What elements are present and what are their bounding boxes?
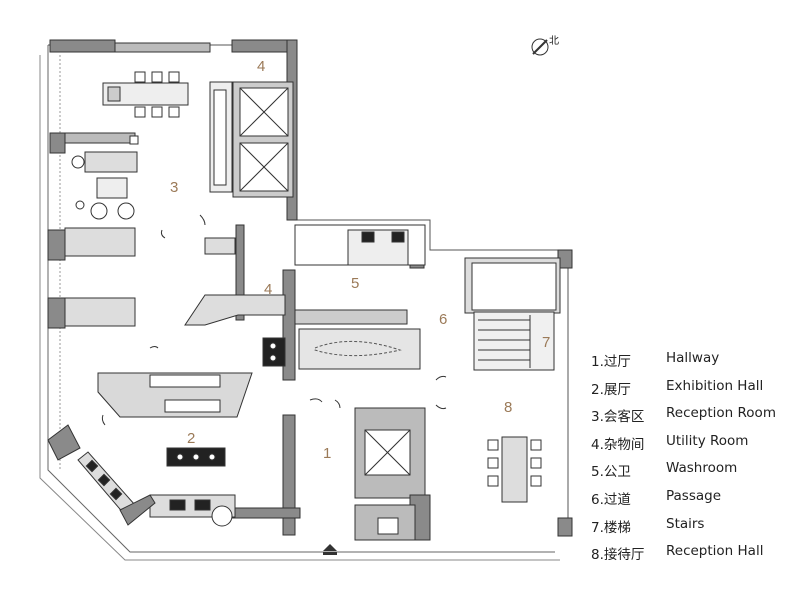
washroom-fixtures — [294, 224, 426, 325]
compass-icon: 北 — [531, 35, 559, 56]
legend-zh: 7.楼梯 — [591, 519, 631, 536]
legend-zh: 3.会客区 — [591, 409, 645, 426]
reception-hall-table — [487, 436, 542, 503]
legend-zh: 5.公卫 — [591, 464, 631, 481]
legend-en: Exhibition Hall — [666, 377, 764, 394]
central-lift — [364, 429, 411, 535]
exhibition-furniture — [97, 237, 286, 527]
stairwell — [464, 257, 561, 371]
circulation-arrows — [101, 214, 447, 426]
room-number-washroom: 5 — [351, 275, 359, 292]
room-number-hallway: 1 — [323, 445, 331, 462]
legend-item-washroom: 5.公卫 Washroom — [591, 460, 791, 488]
legend-zh: 6.过道 — [591, 491, 631, 508]
reception-furniture — [71, 71, 189, 220]
room-number-passage: 6 — [439, 311, 447, 328]
legend-item-exhibition-hall: 2.展厅 Exhibition Hall — [591, 378, 791, 406]
legend-item-stairs: 7.楼梯 Stairs — [591, 516, 791, 544]
legend-zh: 1.过厅 — [591, 354, 631, 370]
legend-zh: 4.杂物间 — [591, 436, 645, 453]
legend-en: Passage — [666, 487, 722, 504]
room-number-reception: 3 — [170, 179, 178, 196]
legend: 1.过厅 Hallway 2.展厅 Exhibition Hall 3.会客区 … — [591, 350, 791, 571]
aquarium — [298, 328, 421, 370]
room-number-utility-mid: 4 — [264, 281, 272, 298]
legend-en: Reception Hall — [666, 543, 764, 560]
legend-item-hallway: 1.过厅 Hallway — [591, 350, 791, 378]
legend-en: Reception Room — [666, 405, 776, 422]
legend-item-reception-room: 3.会客区 Reception Room — [591, 405, 791, 433]
legend-en: Stairs — [666, 515, 705, 532]
lift-shafts — [209, 81, 294, 198]
room-number-reception-hall: 8 — [504, 399, 512, 416]
room-number-exhibition: 2 — [187, 430, 195, 447]
room-number-stairs: 7 — [542, 334, 550, 351]
wall-blocks — [47, 39, 573, 541]
legend-zh: 8.接待厅 — [591, 547, 645, 564]
legend-item-passage: 6.过道 Passage — [591, 488, 791, 516]
legend-zh: 2.展厅 — [591, 381, 631, 398]
room-numbers: 1 2 3 4 4 5 6 7 8 — [170, 58, 550, 462]
room-number-utility-top: 4 — [257, 58, 265, 75]
legend-en: Washroom — [666, 460, 738, 477]
compass-north-label: 北 — [549, 35, 559, 47]
legend-en: Utility Room — [666, 432, 749, 449]
slanted-display-wall — [47, 424, 156, 526]
legend-en: Hallway — [666, 350, 720, 366]
legend-item-reception-hall: 8.接待厅 Reception Hall — [591, 543, 791, 571]
entrance-marker — [323, 544, 337, 555]
legend-item-utility-room: 4.杂物间 Utility Room — [591, 433, 791, 461]
